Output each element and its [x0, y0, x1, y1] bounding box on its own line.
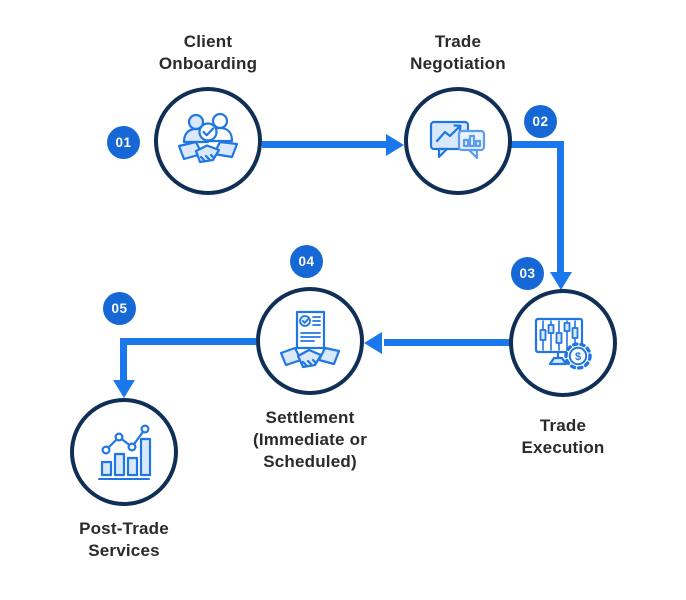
connector-1-2-arrowhead — [386, 134, 404, 156]
clients-handshake-icon — [177, 112, 239, 164]
connector-2-3-arrowhead — [550, 272, 572, 290]
document-check-handshake-icon — [279, 310, 341, 369]
step-4-number-badge: 04 — [290, 245, 323, 278]
chat-charts-icon — [429, 120, 486, 160]
connector-4-5-vertical — [120, 338, 127, 382]
step-2-number-badge: 02 — [524, 105, 557, 138]
connector-4-5-horizontal — [120, 338, 256, 345]
svg-text:$: $ — [575, 351, 581, 363]
step-3-node: $ — [509, 289, 617, 397]
step-5-node — [70, 398, 178, 506]
step-1-label: Client Onboarding — [158, 32, 258, 73]
connector-3-4-arrowhead — [364, 332, 382, 354]
connector-2-3-horizontal — [511, 141, 564, 148]
step-5-label: Post-Trade Services — [79, 519, 169, 560]
step-2-label: Trade Negotiation — [410, 32, 506, 73]
connector-4-5-arrowhead — [113, 380, 135, 398]
connector-3-4-line — [384, 339, 510, 346]
connector-2-3-vertical — [557, 141, 564, 273]
connector-1-2-line — [262, 141, 390, 148]
step-5-number-badge: 05 — [103, 292, 136, 325]
step-4-node — [256, 287, 364, 395]
step-1-number-badge: 01 — [107, 126, 140, 159]
step-4-label: Settlement (Immediate or Scheduled) — [252, 408, 368, 471]
bar-chart-trend-icon — [98, 424, 152, 480]
step-3-label: Trade Execution — [521, 416, 605, 457]
step-2-node — [404, 87, 512, 195]
monitor-candlestick-gear-dollar-icon: $ — [534, 317, 592, 370]
step-1-node — [154, 87, 262, 195]
step-3-number-badge: 03 — [511, 257, 544, 290]
